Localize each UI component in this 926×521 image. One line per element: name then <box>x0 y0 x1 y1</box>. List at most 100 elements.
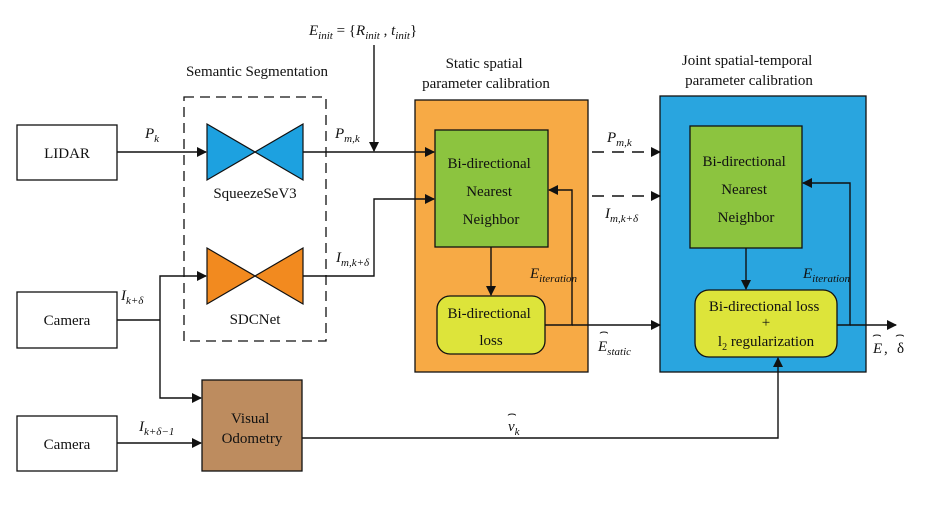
arrow-camera1-to-vo <box>159 320 202 403</box>
label-e-static-hat: ⌢ <box>599 324 609 340</box>
bnn-static-line-1: Bi-directional <box>447 156 530 172</box>
bnn-joint-block <box>689 125 803 249</box>
loss-joint-regularization: l2 regularization <box>718 334 815 353</box>
squeezeseg-network-shape-right <box>253 122 304 182</box>
loss-static-label: Bi-directional loss <box>447 306 534 349</box>
label-e-static: Estatic <box>597 339 631 358</box>
imkd2-sub: m,k+δ <box>610 213 639 225</box>
static-calibration-title: Static spatial parameter calibration <box>422 56 550 92</box>
loss-static-line-2: loss <box>479 333 503 349</box>
l2-subscript: 2 <box>722 342 727 353</box>
ikd-sub: k+δ <box>126 295 144 307</box>
label-e-iteration-1: Eiteration <box>529 266 578 285</box>
loss-joint-label: Bi-directional loss + <box>709 299 823 331</box>
bnn-joint-label: Bi-directional Nearest Neighbor <box>702 154 789 226</box>
l2-l: l <box>718 334 722 350</box>
loss-joint-line-1: Bi-directional loss <box>709 299 820 315</box>
vk-main: v <box>508 419 515 435</box>
loss-joint-block <box>694 289 838 358</box>
semantic-segmentation-dashed-box <box>183 96 327 342</box>
vk-sub: k <box>515 426 521 438</box>
label-output-hat-delta: ⌢ <box>895 327 905 343</box>
sdcnet-label: SDCNet <box>230 312 282 328</box>
sdcnet-network-shape-right <box>253 246 304 306</box>
label-v-k: vk <box>508 419 521 438</box>
label-e-iteration-2: Eiteration <box>802 266 851 285</box>
squeezeseg-network-shape <box>206 122 257 182</box>
visual-odometry-block <box>201 379 303 472</box>
einit-R: R <box>355 23 365 39</box>
camera-block-2 <box>16 415 118 472</box>
imkd-sub: m,k+δ <box>341 257 370 269</box>
eiter2-sub: iteration <box>812 273 850 285</box>
einit-comma: , <box>380 23 391 39</box>
bnn-static-line-3: Neighbor <box>463 212 520 228</box>
loss-static-line-1: Bi-directional <box>447 306 530 322</box>
ikd1-main: I <box>138 419 145 435</box>
arrow-loss-static-feedback <box>545 185 573 326</box>
eiter1-main: E <box>529 266 539 282</box>
estatic-sub: static <box>607 346 631 358</box>
label-output-comma: , <box>884 341 888 357</box>
visual-odometry-label: Visual Odometry <box>222 411 283 447</box>
semantic-segmentation-title: Semantic Segmentation <box>186 64 329 80</box>
arrow-vo-to-joint <box>302 357 783 439</box>
vo-line-2: Odometry <box>222 431 283 447</box>
einit-E: E <box>308 23 318 39</box>
bnn-static-line-2: Nearest <box>466 184 513 200</box>
arrow-sdcnet-to-bnn <box>303 194 435 277</box>
eiter1-sub: iteration <box>539 273 577 285</box>
label-e-init: Einit = {Rinit , tinit} <box>308 23 417 42</box>
einit-eq: = { <box>333 23 356 39</box>
bnn-joint-line-1: Bi-directional <box>702 154 785 170</box>
connectors <box>117 45 897 448</box>
pmk2-sub: m,k <box>616 137 633 149</box>
ikd-main: I <box>120 288 127 304</box>
bnn-joint-line-3: Neighbor <box>718 210 775 226</box>
label-p-k: Pk <box>144 126 160 145</box>
label-output-e: E <box>872 341 882 357</box>
camera-label-2: Camera <box>44 437 91 453</box>
vo-line-1: Visual <box>231 411 269 427</box>
loss-joint-line-2: + <box>762 315 770 331</box>
joint-title-line-1: Joint spatial-temporal <box>682 53 812 69</box>
label-p-mk: Pm,k <box>334 126 361 145</box>
label-v-k-hat: ⌢ <box>507 406 517 422</box>
arrow-loss-joint-feedback <box>802 178 851 326</box>
eiter2-main: E <box>802 266 812 282</box>
bnn-static-label: Bi-directional Nearest Neighbor <box>447 156 534 228</box>
pmk-sub: m,k <box>344 133 361 145</box>
imkd-main: I <box>335 250 342 266</box>
label-i-mkd: Im,k+δ <box>335 250 370 269</box>
label-p-mk-2: Pm,k <box>606 130 633 149</box>
joint-calibration-title: Joint spatial-temporal parameter calibra… <box>682 53 816 89</box>
sdcnet-network-shape <box>206 246 257 306</box>
arrow-camera1-to-sdcnet <box>159 271 207 320</box>
label-i-mkd-2: Im,k+δ <box>604 206 639 225</box>
imkd2-main: I <box>604 206 611 222</box>
lidar-label: LIDAR <box>44 146 90 162</box>
pk-main: P <box>144 126 154 142</box>
label-i-kd: Ik+δ <box>120 288 144 307</box>
static-title-line-1: Static spatial <box>446 56 523 72</box>
estatic-main: E <box>597 339 607 355</box>
pmk-main: P <box>334 126 344 142</box>
label-output-hat-e: ⌢ <box>872 327 882 343</box>
label-i-kd1: Ik+δ−1 <box>138 419 174 438</box>
einit-R-sub: init <box>365 30 381 42</box>
camera-label-1: Camera <box>44 313 91 329</box>
ikd1-sub: k+δ−1 <box>144 426 174 438</box>
static-title-line-2: parameter calibration <box>422 76 550 92</box>
einit-E-sub: init <box>318 30 334 42</box>
pk-sub: k <box>154 133 160 145</box>
label-output-delta: δ <box>897 341 904 357</box>
einit-t: t <box>391 23 396 39</box>
einit-t-sub: init <box>395 30 411 42</box>
einit-close: } <box>410 23 417 39</box>
l2-rest: regularization <box>727 334 815 350</box>
joint-title-line-2: parameter calibration <box>685 73 813 89</box>
pmk2-main: P <box>606 130 616 146</box>
squeezeseg-label: SqueezeSeV3 <box>213 186 296 202</box>
bnn-joint-line-2: Nearest <box>721 182 768 198</box>
